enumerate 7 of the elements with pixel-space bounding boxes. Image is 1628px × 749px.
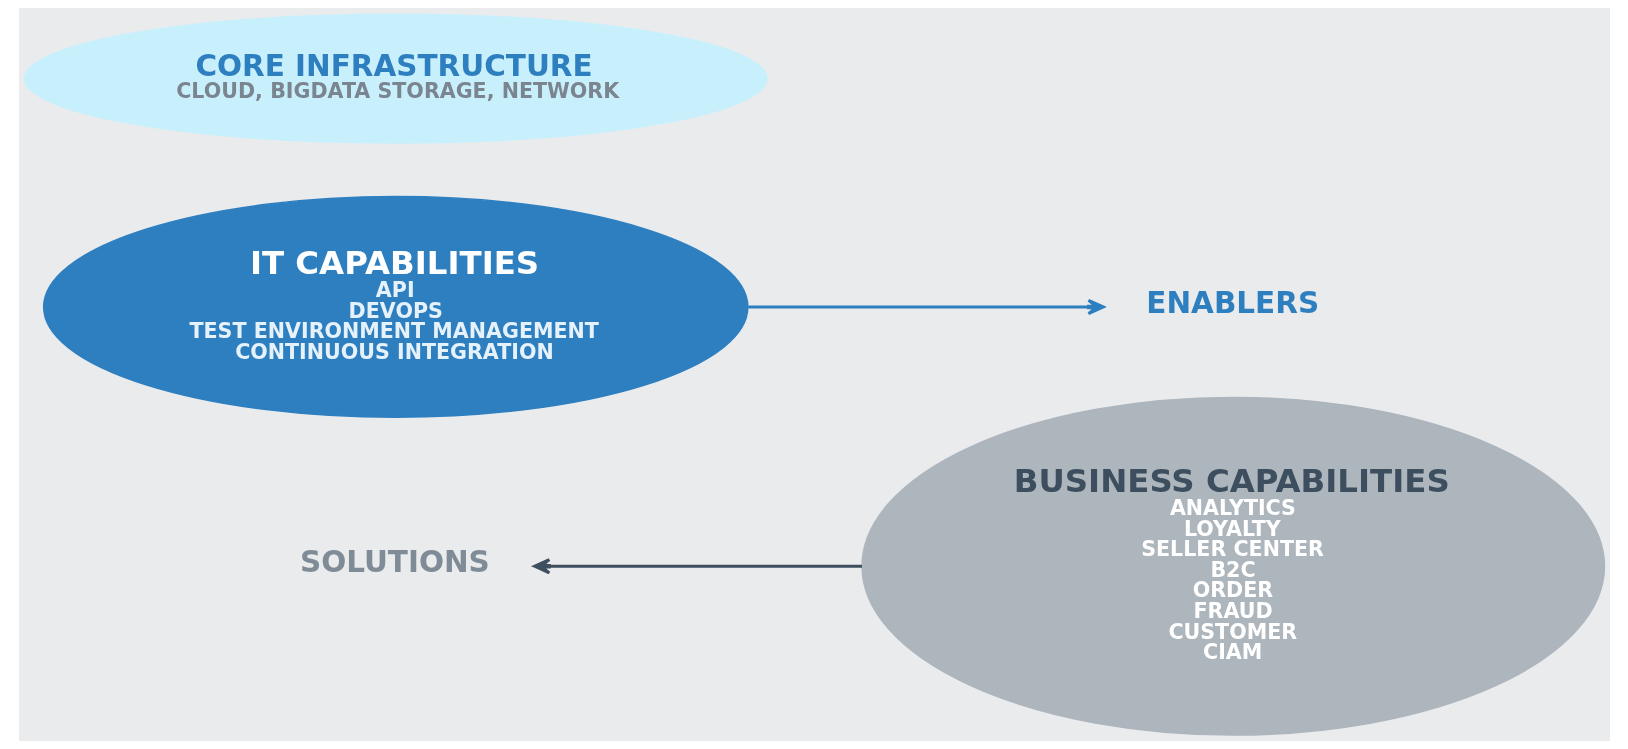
- node-ellipse: BUSINESS CAPABILITIES ANALYTICS LOYALTY SELLER CENTER B2C ORDER FRAUD CUSTOMER CIAM: [860, 396, 1605, 736]
- node-ellipse: IT CAPABILITIES API DEVOPS TEST ENVIRONMENT MANAGEMENT CONTINUOUS INTEGRATION: [42, 195, 749, 419]
- node-text: ENABLERS: [1145, 285, 1319, 320]
- node-ellipse: CORE INFRASTRUCTURE CLOUD, BIGDATA STORAGE, NETWORK: [23, 13, 768, 144]
- arrow: [747, 298, 1105, 316]
- node-text: SOLUTIONS: [299, 545, 490, 580]
- arrow: [532, 558, 862, 575]
